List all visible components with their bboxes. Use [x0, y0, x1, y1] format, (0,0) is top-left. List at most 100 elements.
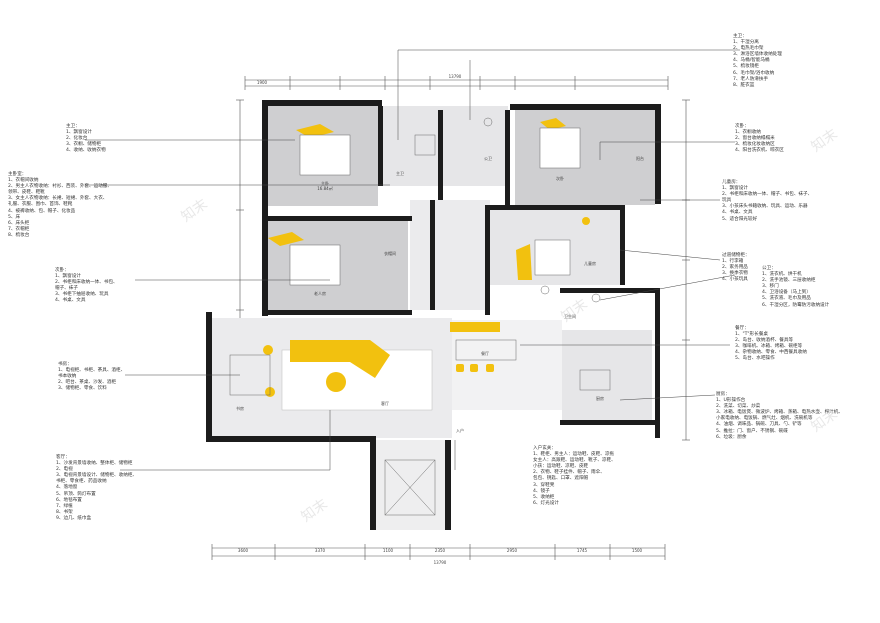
bottom-dim-5: 1745 — [577, 548, 588, 553]
note-item: 小家电收纳、电饭锅、燃气灶、烟机、洗碗机等 — [716, 416, 813, 422]
note-item: 2、电热毛巾架 — [733, 46, 764, 52]
room-bathroom-2: 公卫 — [484, 156, 492, 161]
note-item: 1、飘窗设计 — [66, 130, 92, 136]
top-dim-total: 13790 — [449, 74, 462, 79]
note-item: 5、洗衣液、毛巾及用品 — [762, 296, 811, 302]
note-right-powder: 公卫： 1、洗衣机、烘干机 2、洗手池镜、三层收纳柜 3、移门 4、卫浴设备（马… — [762, 266, 829, 309]
room-second-bedroom: 次卧 — [556, 175, 564, 181]
note-item: 3、书柜下抽屉收纳、玩具 — [55, 292, 109, 298]
note-item: 3、梳妆化妆收纳区 — [735, 142, 775, 148]
note-item: 1、飘窗设计 — [722, 186, 748, 192]
room-balcony-top: 阳台 — [636, 155, 644, 161]
bottom-dim-4: 2950 — [507, 548, 518, 553]
note-left-kids: 次卧： 1、飘窗设计 2、书柜和床收纳一体、书包、 帽子、袜子 3、书柜下抽屉收… — [55, 268, 118, 305]
note-item: 5、适合阳光较好 — [722, 216, 758, 222]
fixtures — [229, 117, 611, 516]
note-item: 3、移门 — [762, 284, 779, 290]
note-item: 3、储物柜、零食、饮料 — [58, 386, 107, 392]
note-item: 1、"T"形长餐桌 — [735, 332, 768, 338]
note-item: 2、洗菜、切菜、炒菜 — [716, 404, 761, 410]
note-item: 4、油烟、调味品、锅碗、刀具、勺、铲等 — [716, 422, 802, 428]
note-bottom-entrance: 入户玄关： 1、鞋柜、男主人：运动鞋、皮鞋、凉拖 女主人：高跟鞋、运动鞋、靴子、… — [533, 446, 616, 507]
note-title: 厨房： — [716, 392, 730, 397]
note-left-study: 书房： 1、电视柜、书柜、茶具、酒柜、 书本收纳 2、吧台、茶桌、沙发、酒柜 3… — [58, 362, 125, 392]
note-item: 2、男主人衣物收纳：衬衫、西装、外套、运动服、 — [8, 184, 112, 190]
note-title: 客厅： — [56, 455, 70, 460]
note-item: 4、杂物收纳、零食、中西餐具收纳 — [735, 350, 807, 356]
note-item: 5、吊顶、筒灯布置 — [56, 491, 96, 497]
leader-lines — [85, 49, 740, 471]
room-living: 客厅 — [381, 400, 389, 406]
note-item: 书柜、零食柜、药品收纳 — [56, 479, 107, 485]
note-item: 5、岛台、水吧操作 — [735, 356, 775, 362]
note-item: 3、淋浴区墙体收纳处理 — [733, 52, 782, 58]
note-item: 3、换季衣物 — [722, 271, 748, 277]
note-item: 帽子、袜子 — [55, 286, 78, 292]
bottom-dim-6: 1500 — [632, 548, 643, 553]
note-title: 入户玄关： — [533, 446, 556, 451]
note-item: 6、灯光设计 — [533, 500, 559, 506]
room-master-bedroom-area: 16.84㎡ — [317, 185, 332, 191]
bottom-dim-0: 3600 — [238, 548, 249, 553]
top-dimension-line — [244, 76, 669, 90]
note-item: 6、地毯布置 — [56, 497, 82, 503]
note-item: 6、干湿分区，防霉防污收纳设计 — [762, 302, 830, 308]
note-title: 主卫： — [733, 34, 747, 39]
note-item: 1、U形操作台 — [716, 398, 746, 404]
note-item: 3、小孩床头书籍收纳、玩具、运动、乐器 — [722, 204, 808, 210]
note-right-corridor: 过道储物柜： 1、行李箱 2、家务用品 3、换季衣物 4、小孩玩具 — [722, 253, 750, 283]
note-item: 书本收纳 — [58, 374, 77, 380]
note-right-bedroom: 次卧： 1、衣橱收纳 2、窗台收纳榻榻米 3、梳妆化妆收纳区 4、阳台洗衣机、晾… — [735, 124, 784, 154]
note-item: 1、沙发背景墙收纳、整体柜、储物柜 — [56, 461, 133, 467]
note-item: 5、收纳柜 — [533, 494, 555, 500]
note-right-kids: 儿童房： 1、飘窗设计 2、书柜和床收纳一体、帽子、书包、袜子、 玩具 3、小孩… — [722, 180, 812, 223]
note-item: 3、冰箱、电饭煲、微波炉、烤箱、蒸箱、电热水壶、榨汁机、 — [716, 410, 843, 416]
note-title: 次卧： — [55, 268, 69, 273]
note-item: 9、边几、纸巾盒 — [56, 515, 92, 521]
bottom-dim-1: 3370 — [315, 548, 326, 553]
note-item: 3、电视背景墙设计、储物柜、收纳柜、 — [56, 473, 138, 479]
note-item: 7、衣帽柜 — [8, 226, 30, 232]
note-title: 书房： — [58, 362, 72, 367]
note-item: 礼服、衣服、围巾、首饰、鞋靴 — [8, 202, 73, 208]
room-dining: 餐厅 — [481, 350, 489, 356]
note-title: 次卧： — [735, 124, 749, 129]
note-left-living: 客厅： 1、沙发背景墙收纳、整体柜、储物柜 2、电视 3、电视背景墙设计、储物柜… — [56, 455, 137, 522]
note-item: 3、咖啡机、冰箱、烤箱、碗柜等 — [735, 344, 803, 350]
note-item: 4、书桌、文具 — [55, 298, 86, 304]
note-item: 4、书桌、文具 — [722, 210, 753, 216]
room-bathroom-1: 主卫 — [396, 170, 404, 176]
note-item: 4、被褥收纳、包、帽子、化妆品 — [8, 208, 76, 214]
note-right-kitchen: 厨房： 1、U形操作台 2、洗菜、切菜、炒菜 3、冰箱、电饭煲、微波炉、烤箱、蒸… — [716, 392, 843, 441]
room-kids: 儿童房 — [584, 260, 596, 266]
note-left-bathroom: 主卫： 1、飘窗设计 2、化妆台 3、衣橱、储物柜 4、收纳、收纳衣物 — [66, 124, 106, 154]
note-item: 3、衣橱、储物柜 — [66, 142, 102, 148]
note-item: 1、鞋柜、男主人：运动鞋、皮鞋、凉拖 — [533, 452, 615, 458]
note-item: 4、镜子 — [533, 488, 550, 494]
note-item: 3、穿鞋凳 — [533, 482, 555, 488]
yellow-furniture — [263, 118, 590, 397]
note-title: 主卧室： — [8, 172, 27, 177]
note-title: 公卫： — [762, 266, 776, 271]
right-dimension-line — [682, 99, 690, 441]
note-item: 2、洗手池镜、三层收纳柜 — [762, 278, 816, 284]
note-item: 4、收纳、收纳衣物 — [66, 148, 106, 154]
room-closet: 衣帽间 — [384, 250, 396, 256]
note-item: 6、床头柜 — [8, 220, 30, 226]
bottom-dim-3: 2350 — [435, 548, 446, 553]
note-title: 儿童房： — [722, 180, 741, 185]
top-dim-first: 1900 — [257, 80, 268, 85]
note-item: 8、书架 — [56, 509, 73, 515]
note-item: 5、梳妆镜柜 — [733, 64, 759, 70]
note-item: 1、行李箱 — [722, 259, 744, 265]
note-item: 7、绿植 — [56, 503, 73, 509]
note-item: 1、飘窗设计 — [55, 274, 81, 280]
bottom-dim-2: 1100 — [383, 548, 394, 553]
note-item: 2、窗台收纳榻榻米 — [735, 136, 775, 142]
note-item: 7、老人防滑扶手 — [733, 76, 769, 82]
note-item: 4、小孩玩具 — [722, 277, 748, 283]
room-bedroom-3: 老人房 — [314, 290, 326, 296]
note-item: 1、电视柜、书柜、茶具、酒柜、 — [58, 368, 126, 374]
note-item: 4、马桶/智能马桶 — [733, 58, 770, 64]
note-item: 2、电视 — [56, 467, 73, 473]
